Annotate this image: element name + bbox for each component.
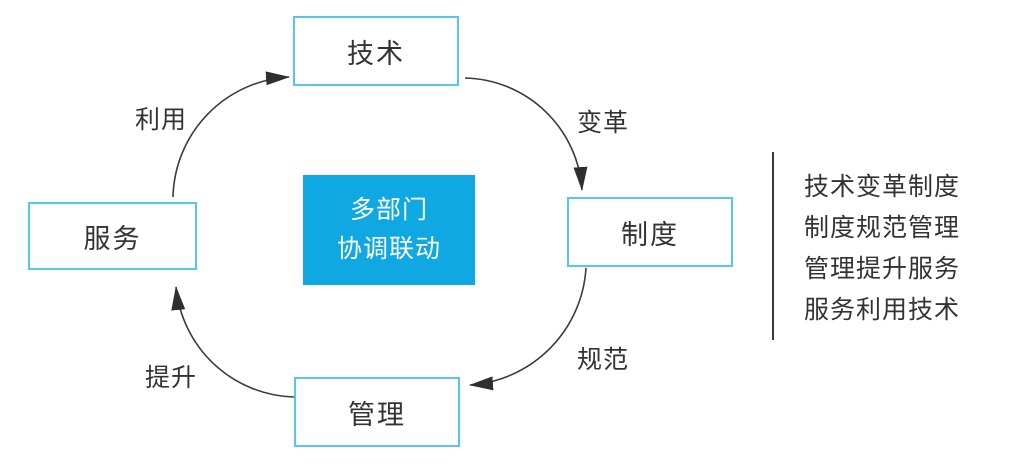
arrow-management-to-service-icon — [171, 286, 295, 398]
node-service: 服务 — [28, 202, 197, 270]
node-service-label: 服务 — [83, 223, 142, 254]
legend-line: 技术变革制度 — [804, 173, 961, 201]
node-management-label: 管理 — [348, 399, 406, 430]
legend-line: 管理提升服务 — [804, 255, 961, 283]
arrow-service-to-technology-icon — [172, 71, 290, 198]
edge-label-transform: 变革 — [577, 109, 630, 137]
legend-line: 服务利用技术 — [804, 296, 961, 324]
arrow-institution-to-management-icon — [469, 267, 587, 391]
edge-label-improve: 提升 — [145, 364, 198, 392]
legend-line: 制度规范管理 — [804, 214, 961, 242]
node-institution: 制度 — [567, 197, 733, 267]
legend-divider — [772, 152, 774, 340]
node-institution-label: 制度 — [621, 219, 679, 250]
center-node-coordination: 多部门 协调联动 — [303, 175, 475, 285]
node-technology-label: 技术 — [347, 38, 405, 69]
edge-label-standardize: 规范 — [577, 346, 630, 374]
node-technology: 技术 — [293, 16, 459, 86]
center-node-line2: 协调联动 — [336, 235, 441, 263]
node-management: 管理 — [294, 377, 460, 447]
arrow-technology-to-institution-icon — [464, 77, 588, 191]
center-node-line1: 多部门 — [349, 196, 428, 224]
legend: 技术变革制度 制度规范管理 管理提升服务 服务利用技术 — [804, 167, 960, 331]
edge-label-utilize: 利用 — [135, 106, 188, 134]
